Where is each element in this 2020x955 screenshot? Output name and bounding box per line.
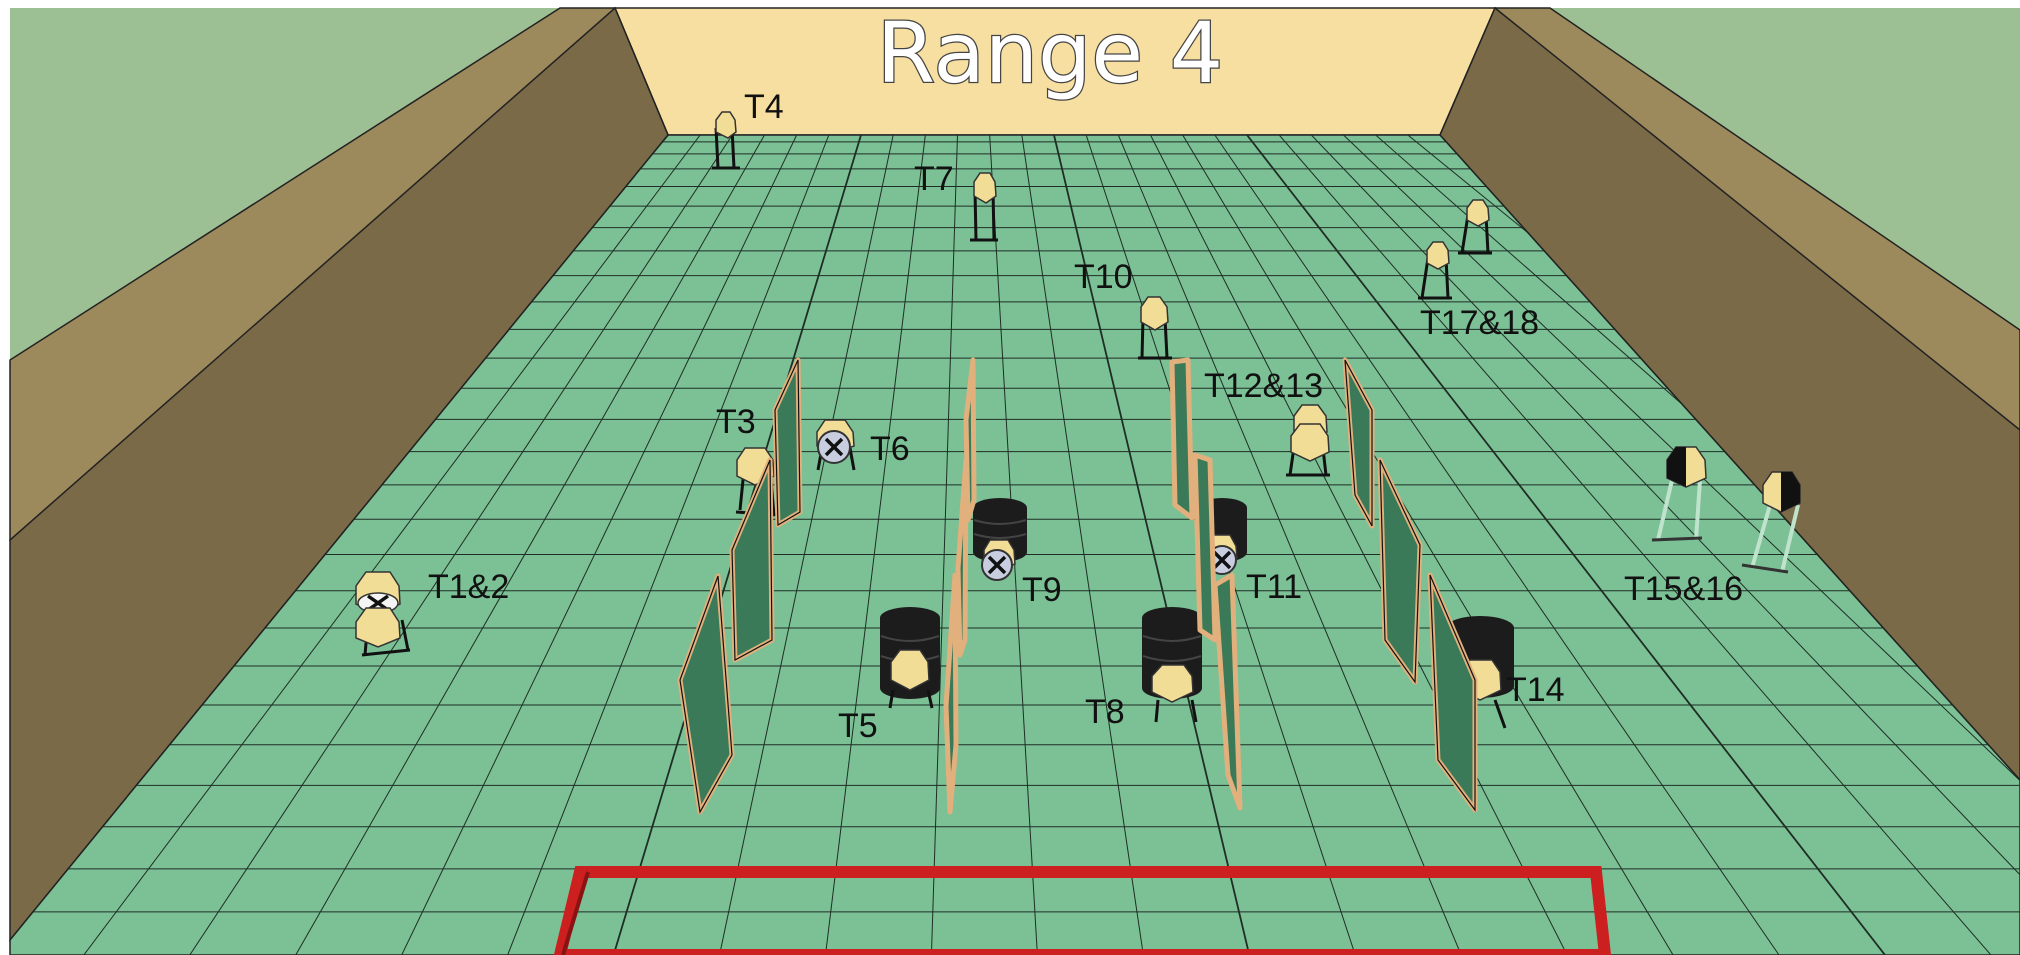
right-wall [1439,6,2020,782]
target-t9 [973,498,1027,581]
label-t11: T11 [1246,568,1302,606]
grid-line [1310,135,2020,955]
grid-line [989,135,1041,955]
grid-line [379,135,798,955]
grid-line [709,135,894,955]
grid-line [1214,135,1811,955]
grid-line [1117,135,1481,955]
target-t4 [712,111,740,170]
grid-line [929,135,958,955]
grid-line [1246,135,1921,955]
target-t8 [1142,607,1202,723]
target-t7 [970,172,998,242]
label-t3: T3 [716,403,756,441]
shooting-box [553,866,1612,955]
label-t5: T5 [838,707,878,745]
target-t15-16 [1651,446,1801,574]
grid-line [49,135,701,955]
barrier-outlines [679,359,1476,814]
grid-line [1021,135,1151,955]
barrier-7 [1169,357,1195,521]
label-t1-2: T1&2 [428,568,509,606]
label-t9: T9 [1022,571,1062,609]
label-t12-13: T12&13 [1204,367,1323,405]
barrier-8 [1192,452,1218,643]
grid-line [269,135,765,955]
grid-line [1182,135,1701,955]
label-t14: T14 [1506,671,1565,709]
target-t6 [816,419,856,471]
barrier-5 [955,457,969,658]
target-t10 [1138,296,1172,360]
grid-line [1150,135,1591,955]
label-t7: T7 [914,160,954,198]
grid-line [1343,135,2020,955]
target-t17-18 [1418,199,1492,300]
grid-line [1053,135,1261,955]
grid-line [1278,135,2020,955]
range-title: Range 4 [877,4,1223,102]
grid-line [489,135,830,955]
label-t17-18: T17&18 [1420,304,1539,342]
grid-line [159,135,733,955]
barrier-6 [943,572,959,815]
label-t15-16: T15&16 [1624,570,1743,608]
label-t6: T6 [870,430,910,468]
label-t10: T10 [1074,258,1133,296]
grid-line [819,135,926,955]
label-t4: T4 [744,88,784,126]
target-t12-13 [1286,404,1330,477]
target-t5 [880,607,940,709]
target-t1-2 [355,571,411,657]
label-t8: T8 [1085,693,1125,731]
barrier-9 [1212,572,1243,811]
